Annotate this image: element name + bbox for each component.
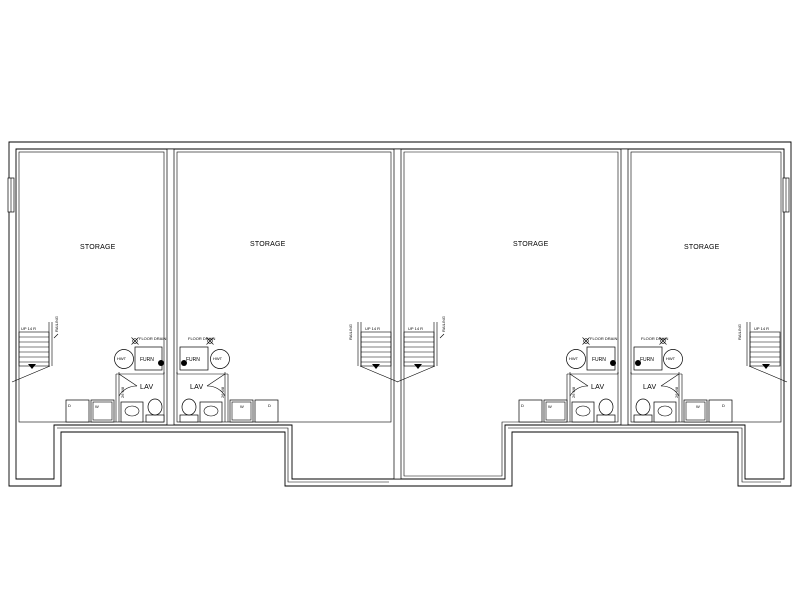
sink-1 — [120, 401, 144, 423]
washer-1 — [90, 399, 115, 423]
drain-label-4: FLOOR DRAIN — [641, 336, 668, 341]
water-heater-2 — [210, 349, 230, 369]
dryer-label-4: D — [722, 403, 725, 408]
drain-icon-1 — [131, 337, 139, 345]
washer-label-4: W — [696, 404, 700, 409]
door-size-label-2: 26 6/8 — [220, 386, 225, 398]
party-wall-2 — [393, 148, 402, 480]
railing-label-1: RAILING — [54, 316, 59, 332]
floor-drain-dot-icon-1 — [158, 360, 164, 366]
room-outline-4 — [630, 151, 782, 423]
washer-3 — [543, 399, 568, 423]
furnace-label-1: FURN — [140, 357, 154, 363]
railing-label-4: RAILING — [737, 324, 742, 340]
dryer-1 — [65, 399, 90, 423]
dryer-label-2: D — [268, 403, 271, 408]
storage-label-1: STORAGE — [80, 244, 116, 251]
floor-drain-dot-icon-2 — [181, 360, 187, 366]
water-heater-3 — [566, 349, 586, 369]
stair-label-2: UP 14 R — [365, 326, 380, 331]
water-heater-label-4: HWT — [666, 356, 676, 361]
stair-4 — [746, 322, 788, 383]
railing-label-2: RAILING — [348, 324, 353, 340]
storage-label-2: STORAGE — [250, 241, 286, 248]
drain-icon-3 — [582, 337, 590, 345]
furnace-3 — [586, 346, 616, 371]
door-size-label-4: 26 6/8 — [674, 386, 679, 398]
dryer-label-1: D — [68, 403, 71, 408]
stair-label-1: UP 14 R — [21, 326, 36, 331]
toilet-1 — [145, 398, 165, 423]
stair-1 — [11, 322, 59, 383]
sink-4 — [653, 401, 677, 423]
storage-label-3: STORAGE — [513, 241, 549, 248]
drain-icon-2 — [206, 337, 214, 345]
party-wall-1 — [166, 148, 175, 426]
exterior-wall-outer — [8, 141, 792, 487]
water-heater-4 — [663, 349, 683, 369]
bump-out-left — [57, 427, 389, 483]
dryer-label-3: D — [521, 403, 524, 408]
dryer-4 — [708, 399, 733, 423]
washer-label-2: W — [240, 404, 244, 409]
furnace-label-2: FURN — [186, 357, 200, 363]
stair-label-3: UP 14 R — [408, 326, 423, 331]
water-heater-1 — [114, 349, 134, 369]
room-outline-1 — [18, 151, 165, 423]
furnace-label-4: FURN — [640, 357, 654, 363]
lav-label-4: LAV — [643, 384, 656, 391]
washer-2 — [229, 399, 254, 423]
dryer-2 — [254, 399, 279, 423]
washer-label-1: W — [95, 404, 99, 409]
furnace-4 — [633, 346, 663, 371]
toilet-3 — [596, 398, 616, 423]
lav-label-1: LAV — [140, 384, 153, 391]
exterior-wall-inner — [15, 148, 785, 480]
bump-out-right — [508, 427, 781, 483]
toilet-4 — [633, 398, 653, 423]
dryer-3 — [518, 399, 543, 423]
water-heater-label-1: HWT — [117, 356, 127, 361]
furnace-1 — [134, 346, 163, 371]
stair-label-4: UP 14 R — [754, 326, 769, 331]
washer-label-3: W — [548, 404, 552, 409]
washer-4 — [683, 399, 708, 423]
room-outline-3 — [403, 151, 619, 477]
drain-label-2: FLOOR DRAIN — [188, 336, 215, 341]
sink-3 — [571, 401, 595, 423]
sink-2 — [199, 401, 223, 423]
railing-label-3: RAILING — [441, 316, 446, 332]
furnace-2 — [179, 346, 209, 371]
drain-icon-4 — [659, 337, 667, 345]
lav-room-4 — [630, 372, 683, 422]
drain-label-1: FLOOR DRAIN — [139, 336, 166, 341]
stair-3 — [396, 322, 445, 383]
floor-drain-dot-icon-4 — [635, 360, 641, 366]
lav-room-2 — [176, 372, 229, 422]
door-size-label-3: 26 6/8 — [571, 386, 576, 398]
lav-room-1 — [115, 372, 165, 422]
floor-drain-dot-icon-3 — [610, 360, 616, 366]
room-outline-2 — [176, 151, 392, 423]
stair-2 — [357, 322, 399, 383]
door-size-label-1: 26 6/8 — [120, 386, 125, 398]
storage-label-4: STORAGE — [684, 244, 720, 251]
drain-label-3: FLOOR DRAIN — [590, 336, 617, 341]
furnace-label-3: FURN — [592, 357, 606, 363]
water-heater-label-2: HWT — [213, 356, 223, 361]
party-wall-3 — [620, 148, 629, 426]
lav-label-3: LAV — [591, 384, 604, 391]
toilet-2 — [179, 398, 199, 423]
water-heater-label-3: HWT — [569, 356, 579, 361]
lav-label-2: LAV — [190, 384, 203, 391]
